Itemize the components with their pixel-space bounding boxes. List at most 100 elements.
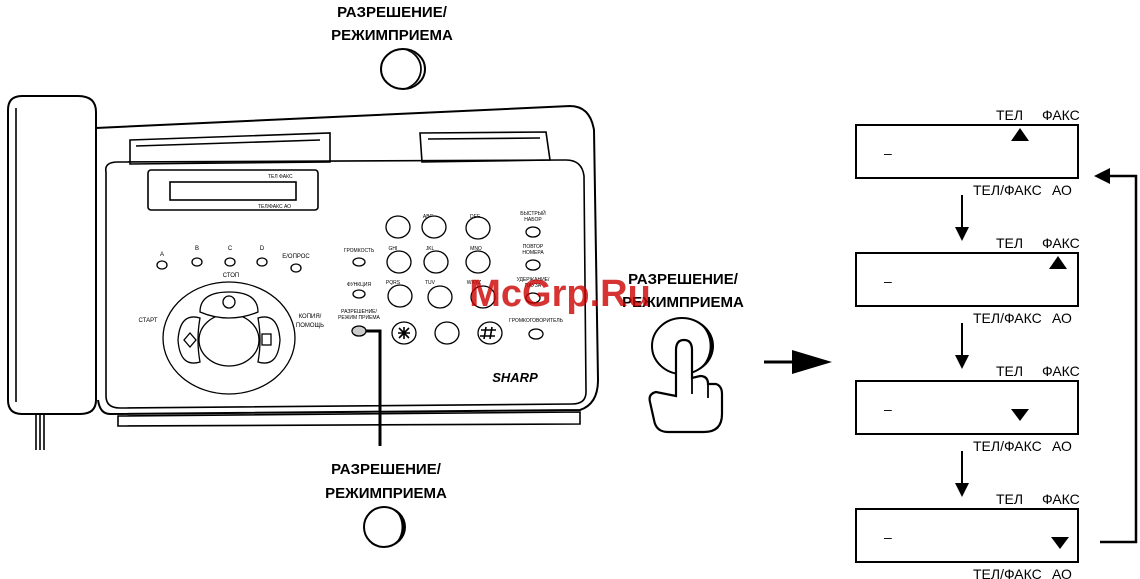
key-letters-pqrs: PQRS bbox=[386, 280, 401, 286]
hand-press-icon bbox=[648, 317, 724, 434]
function-label: ФУНКЦИЯ bbox=[347, 282, 372, 288]
key-letters-ghi: GHI bbox=[389, 246, 398, 252]
key-letters-mno: MNO bbox=[470, 246, 482, 252]
key-3 bbox=[465, 216, 491, 240]
lcd-indicator-up-icon bbox=[1049, 256, 1067, 269]
key-8 bbox=[427, 285, 453, 309]
speed-dial-label-line1: БЫСТРЫЙ bbox=[520, 209, 546, 217]
caption-middle-line2: РЕЖИМПРИЕМА bbox=[622, 294, 744, 311]
right-arrow-icon bbox=[764, 350, 832, 374]
loop-arrowhead-icon bbox=[1094, 168, 1110, 184]
fax-lcd-top-label: ТЕЛ ФАКС bbox=[268, 174, 293, 180]
lcd-bottom-label-telfax: ТЕЛ/ФАКС bbox=[973, 438, 1042, 454]
onetouch-button-e bbox=[290, 263, 302, 273]
key-hash bbox=[477, 321, 503, 345]
onetouch-button-b bbox=[191, 257, 203, 267]
lcd-top-label-tel: ТЕЛ bbox=[996, 363, 1023, 379]
lcd-top-label-tel: ТЕЛ bbox=[996, 107, 1023, 123]
caption-bottom: РАЗРЕШЕНИЕ/ РЕЖИМПРИЕМА bbox=[325, 461, 447, 502]
key-4 bbox=[386, 250, 412, 274]
lcd-cursor: – bbox=[884, 273, 892, 289]
function-button bbox=[352, 289, 366, 299]
step-arrow-icon bbox=[955, 323, 969, 369]
lcd-frame bbox=[855, 508, 1079, 563]
copy-label-line2: ПОМОЩЬ bbox=[296, 323, 324, 329]
redial-label-line2: НОМЕРА bbox=[522, 250, 544, 256]
cycle-loop bbox=[1094, 168, 1138, 544]
key-7 bbox=[387, 284, 413, 308]
caption-middle-line1: РАЗРЕШЕНИЕ/ bbox=[628, 271, 739, 288]
caption-bottom-line1: РАЗРЕШЕНИЕ/ bbox=[331, 461, 442, 478]
lcd-bottom-label-telfax: ТЕЛ/ФАКС bbox=[973, 566, 1042, 579]
start-label: СТАРТ bbox=[139, 318, 158, 324]
lcd-frame bbox=[855, 252, 1079, 307]
key-0 bbox=[434, 321, 460, 345]
lcd-sequence: ТЕЛ ФАКС – ТЕЛ/ФАКС АО ТЕЛ ФАКС – ТЕЛ/ФАКС АО ТЕЛ Ф… bbox=[855, 107, 1080, 579]
fax-machine bbox=[7, 95, 600, 450]
speaker-label: ГРОМКОГОВОРИТЕЛЬ bbox=[509, 318, 564, 324]
lcd-top-label-fax: ФАКС bbox=[1042, 235, 1080, 251]
key-glyphs bbox=[398, 326, 496, 340]
volume-label: ГРОМКОСТЬ bbox=[344, 248, 375, 254]
onetouch-label-e: E/ОПРОС bbox=[282, 254, 310, 260]
brand-logo: SHARP bbox=[492, 370, 538, 385]
key-letters-tuv: TUV bbox=[425, 280, 436, 286]
onetouch-label-c: C bbox=[228, 246, 233, 252]
watermark: McGrp.Ru bbox=[469, 273, 651, 315]
lcd-indicator-down-icon bbox=[1051, 537, 1069, 549]
lcd-indicator-down-icon bbox=[1011, 409, 1029, 421]
reception-label-line1: РАЗРЕШЕНИЕ/ bbox=[341, 309, 377, 315]
speed-dial-button bbox=[525, 226, 541, 238]
lcd-display-1: ТЕЛ ФАКС – ТЕЛ/ФАКС АО bbox=[855, 107, 1080, 198]
lcd-display-2: ТЕЛ ФАКС – ТЕЛ/ФАКС АО bbox=[855, 235, 1080, 326]
pointer-line bbox=[366, 329, 382, 446]
star-icon bbox=[398, 327, 410, 339]
lcd-top-label-fax: ФАКС bbox=[1042, 363, 1080, 379]
lcd-bottom-label-ao: АО bbox=[1052, 438, 1072, 454]
nav-center bbox=[198, 313, 260, 367]
redial-label-line1: ПОВТОР bbox=[523, 244, 544, 250]
hash-icon bbox=[480, 326, 496, 340]
fax-lcd-bottom-label: ТЕЛ/ФАКС АО bbox=[258, 204, 291, 210]
caption-top-line2: РЕЖИМПРИЕМА bbox=[331, 27, 453, 44]
hold-label-line1: УДЕРЖАНИЕ/ bbox=[517, 277, 550, 283]
copy-label-line1: КОПИЯ/ bbox=[299, 314, 322, 320]
key-2 bbox=[421, 215, 447, 239]
handset-icon bbox=[7, 95, 97, 450]
fax-labels: ТЕЛ ФАКС ТЕЛ/ФАКС АО A B C D E/ОПРОС СТО… bbox=[139, 174, 564, 385]
lcd-bottom-label-ao: АО bbox=[1052, 566, 1072, 579]
key-letters-wxyz: WXYZ bbox=[467, 280, 481, 286]
hold-label-line2: ПАУЗА bbox=[525, 283, 542, 289]
key-1 bbox=[385, 215, 411, 239]
lcd-bottom-label-telfax: ТЕЛ/ФАКС bbox=[973, 310, 1042, 326]
reception-button bbox=[351, 325, 367, 337]
lcd-top-label-tel: ТЕЛ bbox=[996, 235, 1023, 251]
volume-button bbox=[352, 257, 366, 267]
caption-bottom-line2: РЕЖИМПРИЕМА bbox=[325, 485, 447, 502]
stop-label: СТОП bbox=[223, 273, 240, 279]
onetouch-label-b: B bbox=[195, 246, 199, 252]
fax-buttons bbox=[156, 215, 544, 395]
lcd-top-label-fax: ФАКС bbox=[1042, 491, 1080, 507]
lcd-bottom-label-ao: АО bbox=[1052, 182, 1072, 198]
key-5 bbox=[423, 250, 449, 274]
lcd-cursor: – bbox=[884, 145, 892, 161]
redial-button bbox=[525, 259, 541, 271]
key-letters-jkl: JKL bbox=[426, 246, 435, 252]
lcd-top-label-fax: ФАКС bbox=[1042, 107, 1080, 123]
step-arrow-icon bbox=[955, 195, 969, 241]
speed-dial-label-line2: НАБОР bbox=[524, 217, 542, 223]
caption-top: РАЗРЕШЕНИЕ/ РЕЖИМПРИЕМА bbox=[331, 4, 453, 44]
speaker-button bbox=[528, 328, 544, 340]
lcd-indicator-up-icon bbox=[1011, 128, 1029, 141]
lcd-bottom-label-ao: АО bbox=[1052, 310, 1072, 326]
lcd-bottom-label-telfax: ТЕЛ/ФАКС bbox=[973, 182, 1042, 198]
caption-top-line1: РАЗРЕШЕНИЕ/ bbox=[337, 4, 448, 21]
onetouch-label-d: D bbox=[260, 246, 265, 252]
lcd-top-label-tel: ТЕЛ bbox=[996, 491, 1023, 507]
onetouch-label-a: A bbox=[160, 252, 164, 258]
hold-button bbox=[525, 292, 541, 304]
